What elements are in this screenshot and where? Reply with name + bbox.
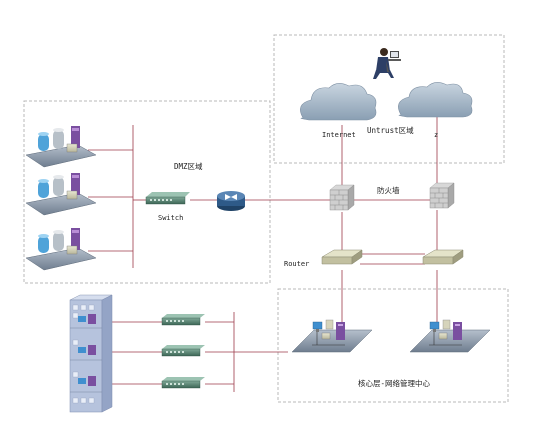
router-icon	[217, 191, 245, 211]
office-building-icon	[69, 294, 113, 413]
workstation-platform-icon	[291, 319, 373, 353]
user-at-computer-icon	[373, 48, 401, 79]
z-cloud-icon	[398, 82, 473, 118]
firewall-icon	[329, 184, 355, 211]
dmz-zone-boundary	[23, 100, 271, 284]
internet-cloud-icon	[300, 83, 377, 121]
server-group-icon	[25, 173, 97, 216]
core-zone-label: 核心层-网络管理中心	[358, 379, 431, 388]
switch-label: Switch	[158, 214, 184, 222]
untrust-zone-label: Untrust区域	[367, 126, 414, 135]
internet-label: Internet	[322, 131, 356, 139]
dmz-zone-label: DMZ区域	[174, 162, 203, 171]
untrust-zone-boundary	[273, 34, 505, 164]
core-switch-icon	[321, 249, 363, 265]
network-links	[88, 115, 438, 392]
dmz-switch-icon	[145, 192, 190, 205]
workstation-platform-icon	[409, 319, 491, 353]
firewall-label: 防火墙	[377, 186, 400, 195]
core-zone-boundary	[277, 288, 509, 403]
switch-icon	[161, 345, 205, 357]
switch-icon	[161, 314, 205, 326]
z-label: z	[434, 131, 439, 139]
server-group-icon	[25, 126, 97, 168]
core-switch-icon	[422, 249, 464, 265]
server-group-icon	[25, 228, 97, 271]
router-label: Router	[284, 260, 310, 268]
firewall-icon	[429, 182, 455, 209]
switch-icon	[161, 377, 205, 389]
